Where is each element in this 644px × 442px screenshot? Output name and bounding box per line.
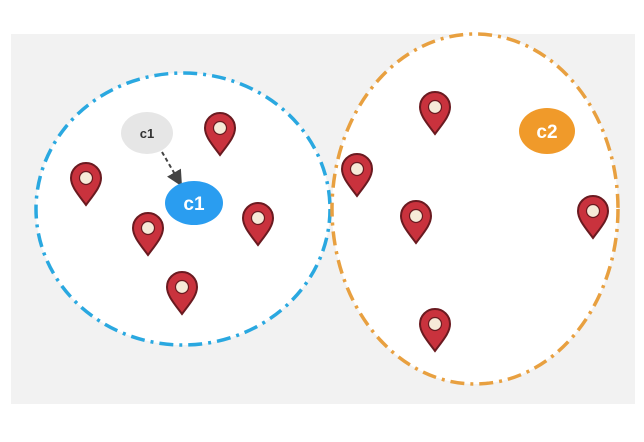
previous-centroid-marker <box>121 112 173 154</box>
previous-centroid-label: c1 <box>140 126 154 141</box>
cluster-1-centroid-label: c1 <box>183 194 205 215</box>
cluster-1-centroid <box>165 181 223 225</box>
centroid-move-arrow <box>161 151 183 187</box>
cluster-2-centroid <box>519 108 575 154</box>
cluster-2-centroid-label: c2 <box>536 122 557 143</box>
cluster-2-boundary <box>330 32 620 386</box>
